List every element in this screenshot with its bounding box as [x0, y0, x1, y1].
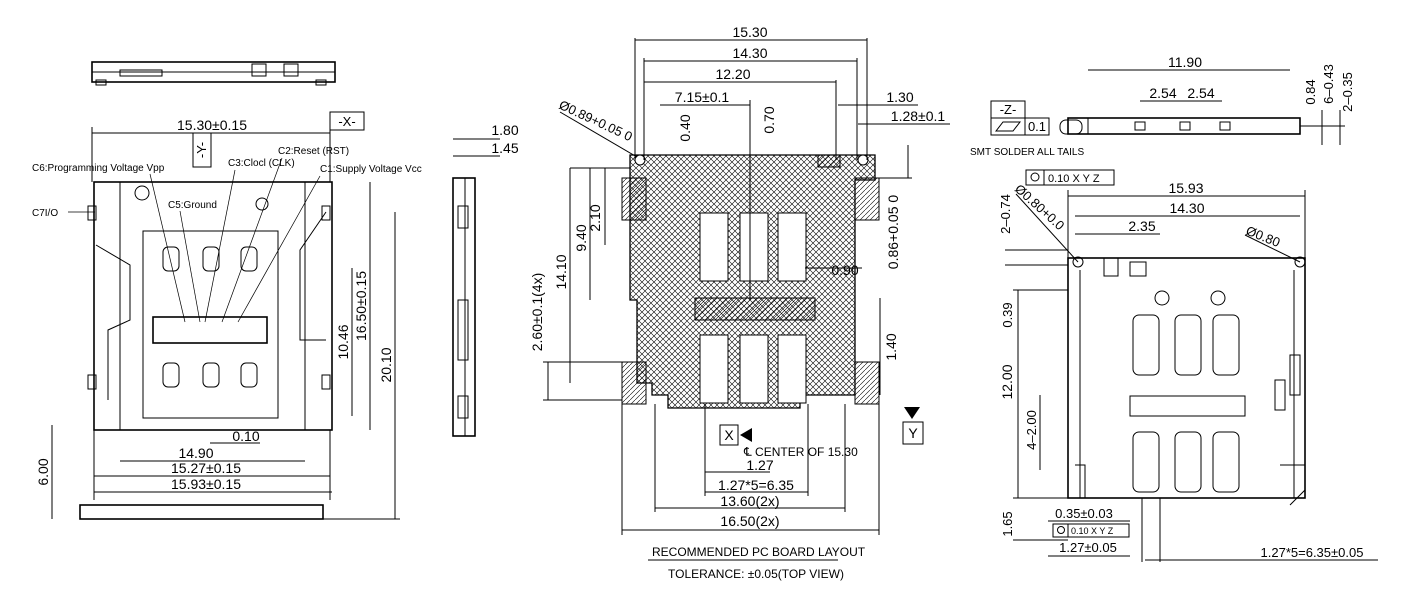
dim-r-2-35: 2.35 — [1128, 218, 1155, 234]
pcb-layout-title: RECOMMENDED PC BOARD LAYOUT — [652, 545, 866, 559]
datum-x-arrow — [740, 428, 752, 442]
dim-r-pitch: 1.27±0.05 — [1059, 540, 1117, 555]
dim-side-1-45: 1.45 — [491, 140, 518, 156]
dim-r-11-90: 11.90 — [1168, 54, 1202, 70]
contact-c6-label: C6:Programming Voltage Vpp — [32, 163, 165, 174]
center-view: 15.30 14.30 12.20 7.15±0.1 1.30 1.28±0.1… — [529, 24, 950, 581]
contact-c5-label: C5:Ground — [168, 200, 217, 211]
dim-r-hole-7: Ø0.80+0.0 — [1012, 181, 1067, 233]
tolerance-note: TOLERANCE: ±0.05(TOP VIEW) — [668, 567, 844, 581]
dim-r-pitch-total: 1.27*5=6.35±0.05 — [1261, 545, 1364, 560]
dim-side-1-80: 1.80 — [491, 122, 518, 138]
dim-r-15-93: 15.93 — [1168, 180, 1203, 196]
dim-r-0-35: 0.35±0.03 — [1055, 506, 1113, 521]
smt-note: SMT SOLDER ALL TAILS — [970, 147, 1084, 158]
dim-c-13-60: 13.60(2x) — [720, 493, 779, 509]
dim-c-1-28: 1.28±0.1 — [891, 108, 946, 124]
dim-c-14-10: 14.10 — [553, 254, 569, 289]
dim-height-20-10: 20.10 — [378, 347, 394, 382]
dim-c-pitch-total: 1.27*5=6.35 — [718, 477, 794, 493]
side-view: 1.80 1.45 — [452, 122, 519, 437]
contact-c3-label: C3:Clocl (CLK) — [228, 158, 295, 169]
dim-r-hole: Ø0.80 — [1244, 223, 1282, 250]
flatness-value: 0.1 — [1028, 119, 1046, 134]
right-view: 11.90 2.54 2.54 0.84 6–0.43 2–0.35 -Z- 0… — [970, 54, 1378, 562]
dim-offset-0-10: 0.10 — [232, 428, 259, 444]
datum-y-label: -Y- — [194, 142, 209, 158]
datum-y-center: Y — [908, 425, 918, 441]
dim-c-0-40: 0.40 — [677, 114, 693, 141]
left-connector-body — [79, 181, 333, 520]
dim-r-2-035: 2–0.35 — [1340, 72, 1355, 112]
dim-c-14-30: 14.30 — [732, 45, 767, 61]
pad-windows — [621, 154, 880, 405]
contact-c1-label: C1:Supply Voltage Vcc — [320, 164, 422, 175]
dim-r-0-39: 0.39 — [1000, 302, 1015, 327]
dim-width-15-93: 15.93±0.15 — [171, 476, 241, 492]
dim-c-7-15: 7.15±0.1 — [675, 89, 730, 105]
dim-r-2-074: 2–0.74 — [998, 194, 1013, 234]
center-note: ℄ CENTER OF 15.30 — [743, 445, 858, 459]
dim-c-hole: Ø0.89+0.05 0 — [557, 97, 635, 144]
dim-c-2-10: 2.10 — [587, 204, 603, 231]
fcf-top: 0.10 X Y Z — [1048, 173, 1100, 185]
datum-x-label: -X- — [338, 114, 355, 129]
contact-c7-label: C7I/O — [32, 208, 58, 219]
dim-width-15-27: 15.27±0.15 — [171, 460, 241, 476]
dim-c-pitch: 1.27 — [746, 457, 773, 473]
right-side-profile — [1059, 117, 1345, 135]
dim-c-12-20: 12.20 — [715, 66, 750, 82]
flatness-icon — [994, 121, 1022, 132]
dim-width-14-90: 14.90 — [178, 445, 213, 461]
dim-c-1-40: 1.40 — [883, 333, 899, 360]
dim-c-15-30: 15.30 — [732, 24, 767, 40]
contact-c2-label: C2:Reset (RST) — [278, 146, 349, 157]
dim-r-4-2-00: 4–2.00 — [1024, 410, 1039, 450]
dim-c-0-90: 0.90 — [831, 262, 858, 278]
dim-c-0-86: 0.86+0.05 0 — [885, 195, 901, 270]
datum-x-center: X — [724, 427, 734, 443]
dim-r-1-65: 1.65 — [1000, 511, 1015, 536]
datum-z-label: -Z- — [1000, 102, 1017, 117]
dim-c-2-60: 2.60±0.1(4x) — [529, 273, 545, 352]
dim-r-2-54-a: 2.54 — [1149, 85, 1176, 101]
dim-height-10-46: 10.46 — [335, 324, 351, 359]
dim-c-0-70: 0.70 — [761, 106, 777, 133]
dim-r-12-00: 12.00 — [999, 364, 1015, 399]
dim-width-15-30: 15.30±0.15 — [177, 117, 247, 133]
dim-r-2-54-b: 2.54 — [1187, 85, 1214, 101]
dim-r-14-30: 14.30 — [1169, 200, 1204, 216]
dim-c-1-30: 1.30 — [886, 89, 913, 105]
dim-height-16-50: 16.50±0.15 — [353, 271, 369, 341]
left-top-profile — [91, 61, 336, 86]
dim-r-6-043: 6–0.43 — [1321, 64, 1336, 104]
dim-height-6-00: 6.00 — [35, 458, 51, 485]
fcf-bottom: 0.10 X Y Z — [1071, 526, 1114, 536]
datum-y-arrow — [904, 407, 920, 419]
dim-c-9-40: 9.40 — [573, 224, 589, 251]
left-view: 15.30±0.15 -X- -Y- — [32, 61, 422, 520]
dim-c-16-50: 16.50(2x) — [720, 513, 779, 529]
dim-r-0-84: 0.84 — [1303, 79, 1318, 104]
right-connector-body — [1067, 256, 1306, 506]
